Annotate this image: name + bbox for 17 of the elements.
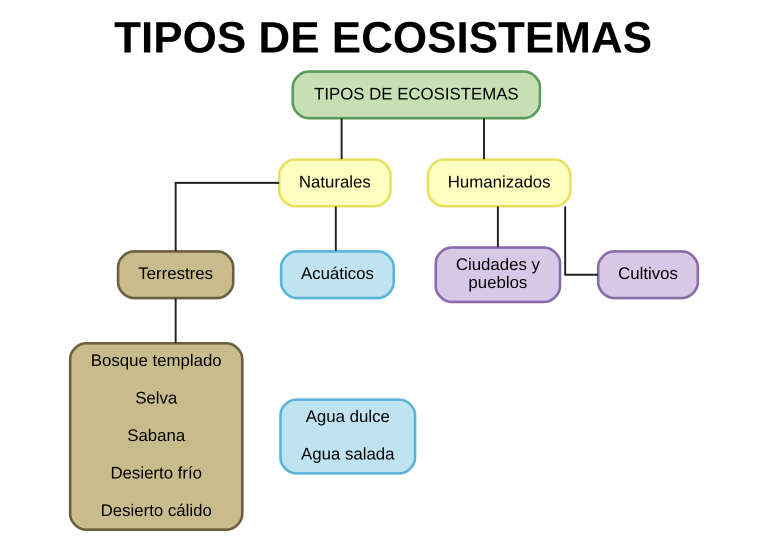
node-box: Cultivos xyxy=(596,250,700,300)
connector xyxy=(483,118,485,160)
node-box: Agua dulce Agua salada xyxy=(279,398,416,475)
connector xyxy=(174,182,280,252)
node-box: TIPOS DE ECOSISTEMAS xyxy=(291,70,542,120)
connector xyxy=(340,118,343,160)
node-box: Ciudades y pueblos xyxy=(434,246,562,304)
connector xyxy=(174,298,177,344)
node-box: Terrestres xyxy=(116,250,235,300)
node-box: Acuáticos xyxy=(280,250,395,300)
connector xyxy=(564,206,598,276)
connector xyxy=(496,206,499,248)
diagram-title: TIPOS DE ECOSISTEMAS xyxy=(114,13,652,62)
node-box: Humanizados xyxy=(426,158,572,208)
node-box: Naturales xyxy=(278,158,392,208)
connector xyxy=(334,206,337,251)
node-box: Bosque templado Selva Sabana Desierto frío Desierto cálido xyxy=(68,342,244,531)
